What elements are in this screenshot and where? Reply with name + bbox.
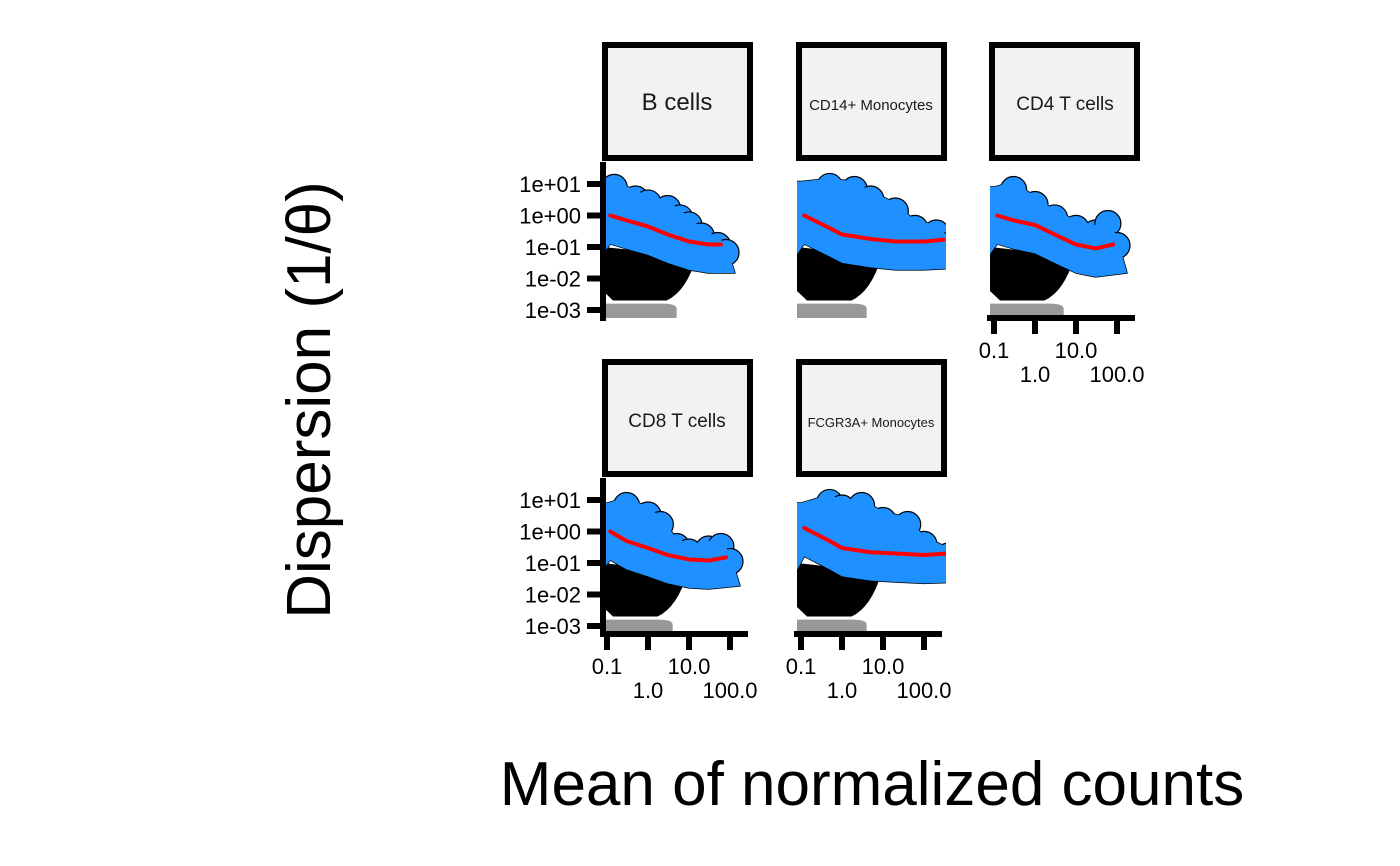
facet-strip-label-1: CD14+ Monocytes bbox=[809, 97, 933, 114]
facet-panel-0: 1e+01 1e+00 1e-01 1e-02 1e-03 bbox=[519, 42, 753, 323]
x-tick-label: 1.0 bbox=[633, 678, 664, 703]
y-tick-label: 1e-01 bbox=[525, 551, 581, 576]
facet-strip bbox=[796, 359, 947, 477]
panel-plot-area bbox=[797, 488, 946, 634]
y-tick-label: 1e-02 bbox=[525, 267, 581, 292]
facet-strip bbox=[602, 359, 753, 477]
fitted-trend-line bbox=[802, 525, 946, 557]
x-tick-label: 100.0 bbox=[702, 678, 757, 703]
fitted-trend-line bbox=[995, 213, 1116, 251]
x-tick-label: 1.0 bbox=[1020, 362, 1051, 387]
facet-strip bbox=[796, 42, 947, 161]
outlier-points-region bbox=[603, 619, 673, 634]
x-tick-label: 10.0 bbox=[862, 654, 905, 679]
y-tick-label: 1e+01 bbox=[519, 488, 581, 513]
x-tick-label: 100.0 bbox=[1089, 362, 1144, 387]
facet-strip-label-4: FCGR3A+ Monocytes bbox=[808, 415, 935, 430]
fitted-trend-line bbox=[608, 529, 729, 563]
outlier-points-region bbox=[990, 303, 1064, 318]
facet-strip-label-3: CD8 T cells bbox=[628, 411, 726, 432]
x-tick-label: 10.0 bbox=[1055, 338, 1098, 363]
panels: 1e+011e+001e-011e-021e-030.11.010.0100.0… bbox=[519, 42, 1145, 703]
fitted-trend-line bbox=[802, 213, 946, 244]
panel-plot-area bbox=[603, 491, 744, 634]
y-tick-label: 1e-03 bbox=[525, 298, 581, 323]
x-tick-label: 0.1 bbox=[592, 654, 623, 679]
x-tick-label: 0.1 bbox=[786, 654, 817, 679]
outlier-points-region bbox=[797, 303, 867, 318]
outlier-points-region bbox=[603, 303, 677, 318]
x-tick-label: 10.0 bbox=[668, 654, 711, 679]
y-tick-label: 1e-02 bbox=[525, 583, 581, 608]
y-axis-title: Dispersion (1/θ) bbox=[275, 181, 344, 619]
x-tick-label: 1.0 bbox=[827, 678, 858, 703]
panel-plot-area bbox=[797, 172, 946, 318]
y-tick-label: 1e-01 bbox=[525, 235, 581, 260]
outlier-points-region bbox=[797, 619, 867, 634]
final-estimate-points-fill bbox=[797, 494, 946, 584]
final-estimate-points-fill bbox=[990, 181, 1128, 277]
facet-panel-1 bbox=[796, 42, 947, 318]
y-tick-label: 1e+00 bbox=[519, 520, 581, 545]
facet-strip bbox=[989, 42, 1140, 161]
panel-plot-area bbox=[990, 175, 1131, 318]
x-tick-label: 0.1 bbox=[979, 338, 1010, 363]
fitted-trend-line bbox=[608, 213, 723, 247]
facet-strip-label-0: B cells bbox=[642, 89, 713, 116]
final-estimate-points-fill bbox=[603, 497, 741, 589]
y-tick-label: 1e+01 bbox=[519, 172, 581, 197]
x-tick-label: 100.0 bbox=[896, 678, 951, 703]
x-axis-title: Mean of normalized counts bbox=[500, 750, 1244, 819]
facet-strip bbox=[602, 42, 753, 161]
facet-strip-label-2: CD4 T cells bbox=[1016, 94, 1114, 115]
final-estimate-points-fill bbox=[603, 179, 735, 273]
final-estimate-points-fill bbox=[797, 178, 946, 270]
panel-plot-area bbox=[603, 173, 740, 318]
y-tick-label: 1e+00 bbox=[519, 204, 581, 229]
y-tick-label: 1e-03 bbox=[525, 614, 581, 639]
